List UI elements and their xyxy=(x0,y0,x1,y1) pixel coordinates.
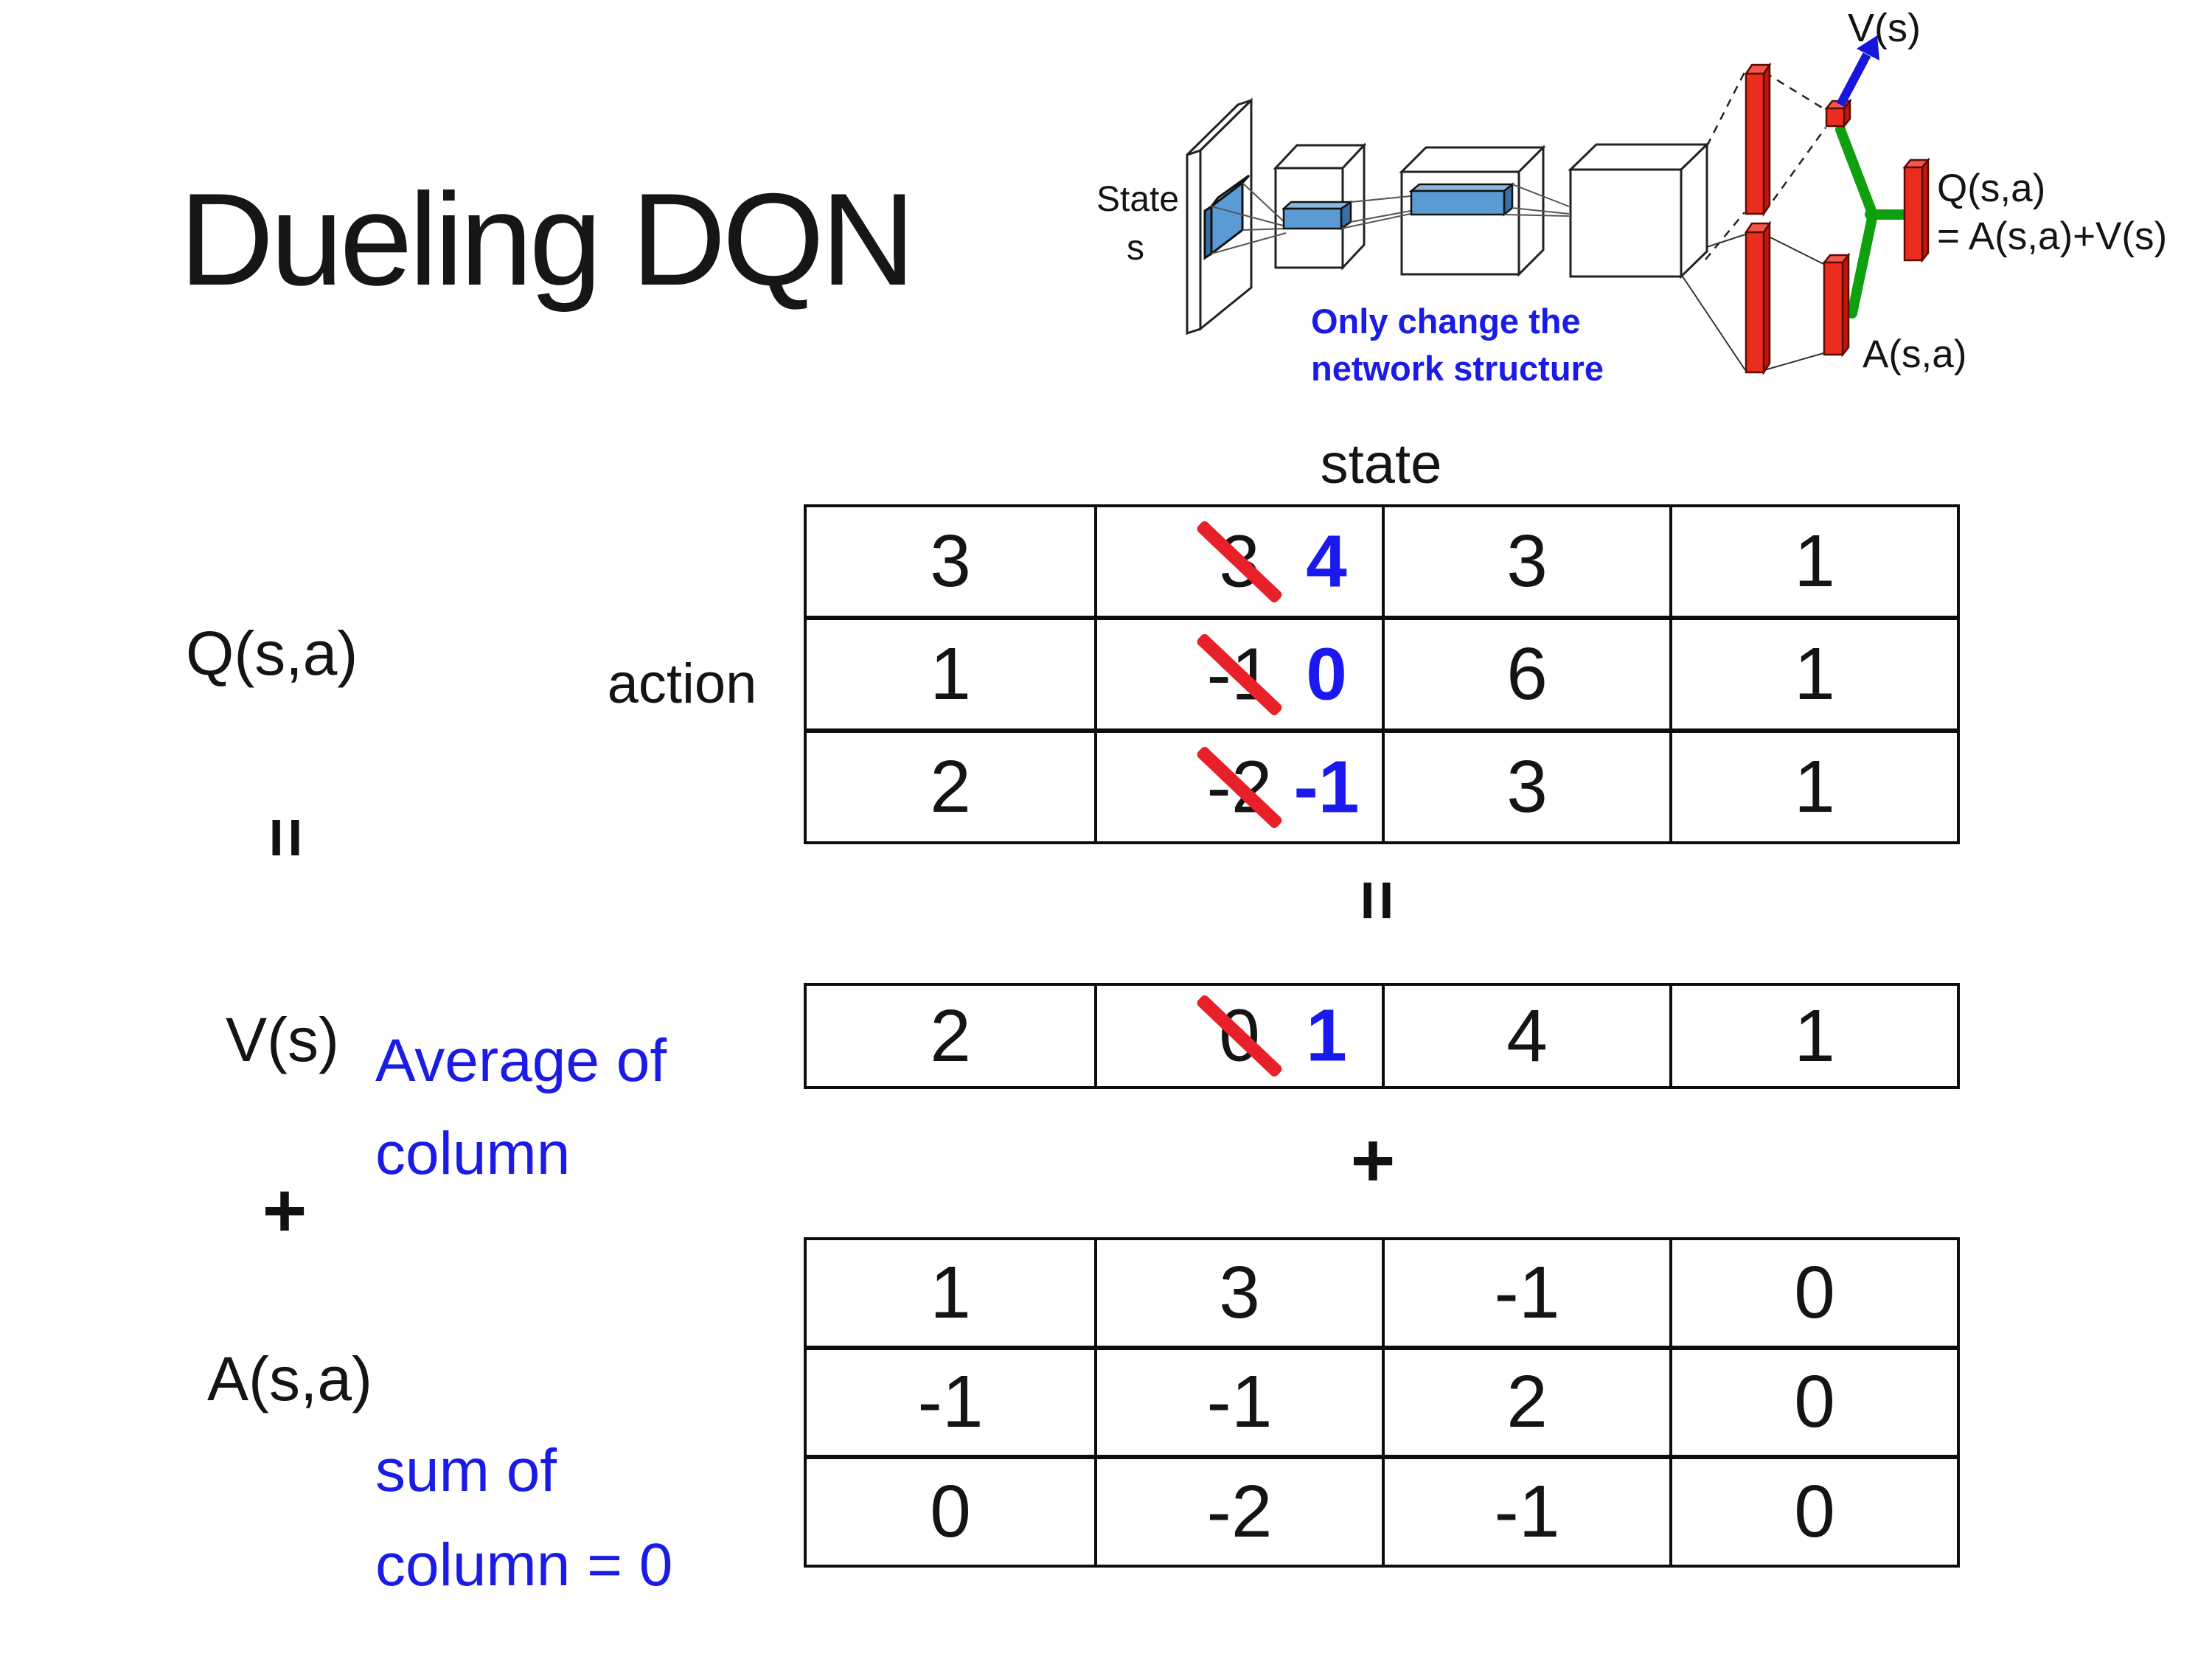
table-cell: 0 xyxy=(1669,1345,1957,1455)
equals-sign-middle: = xyxy=(1338,879,1417,922)
table-cell-crossed: 0 1 xyxy=(1094,986,1382,1086)
cell-value: 0 xyxy=(1794,1360,1835,1444)
network-diagram: State s xyxy=(1096,6,2167,388)
cell-value: 1 xyxy=(1794,994,1835,1077)
conv-fan-lines-3 xyxy=(1503,184,1570,217)
aggregation-merge-lines xyxy=(1835,125,1913,319)
cell-value: 1 xyxy=(1794,633,1835,715)
average-note-line2: column xyxy=(375,1120,571,1187)
conv-fan-lines-1 xyxy=(1211,182,1287,254)
table-cell-crossed: 3 4 xyxy=(1094,507,1382,616)
sum-note-line1: sum of xyxy=(375,1437,557,1504)
table-cell: 3 xyxy=(1382,728,1669,841)
plus-sign-left: + xyxy=(262,1167,307,1253)
cell-value: 3 xyxy=(1219,1251,1260,1334)
diagram-v-output-label: V(s) xyxy=(1848,6,1921,50)
cell-value: -1 xyxy=(1494,1470,1560,1554)
table-cell: 3 xyxy=(1094,1240,1382,1346)
average-note-line1: Average of xyxy=(375,1027,667,1094)
q-table: 3 3 4 3 1 1 -1 0 6 1 2 -2 -1 3 1 xyxy=(804,504,1960,844)
value-stream-dashed-lines xyxy=(1705,71,1827,260)
table-cell: -1 xyxy=(1382,1240,1669,1346)
sum-note-line2: column = 0 xyxy=(375,1531,673,1599)
table-cell-crossed: -1 0 xyxy=(1094,616,1382,728)
fc-bar-advantage xyxy=(1744,220,1772,376)
table-cell-crossed: -2 -1 xyxy=(1094,728,1382,841)
value-scalar-cube xyxy=(1824,98,1852,129)
diagram-a-output-label: A(s,a) xyxy=(1863,333,1966,376)
table-cell: 0 xyxy=(1669,1240,1957,1346)
new-value: 1 xyxy=(1306,994,1347,1077)
diagram-q-output-label-line2: = A(s,a)+V(s) xyxy=(1937,215,2167,258)
cell-value: 3 xyxy=(930,520,971,602)
table-cell: 1 xyxy=(807,616,1094,728)
diagram-note-line1: Only change the xyxy=(1311,302,1581,341)
state-header: state xyxy=(1320,433,1442,495)
table-cell: 4 xyxy=(1382,986,1669,1086)
cell-value: 3 xyxy=(1506,745,1548,828)
cell-value: -1 xyxy=(1206,1360,1273,1444)
a-function-label: A(s,a) xyxy=(207,1344,373,1413)
conv-box-3 xyxy=(1568,142,1710,279)
conv-fan-lines-2 xyxy=(1340,195,1411,229)
action-label: action xyxy=(607,653,757,715)
table-cell: 0 xyxy=(807,1455,1094,1565)
table-cell: 2 xyxy=(807,728,1094,841)
table-cell: 1 xyxy=(1669,507,1957,616)
page-title: Dueling DQN xyxy=(179,166,916,313)
cell-value: 3 xyxy=(1506,520,1548,602)
v-row-table: 2 0 1 4 1 xyxy=(804,983,1960,1089)
advantage-stream-lines xyxy=(1682,234,1824,371)
table-cell: -1 xyxy=(1382,1455,1669,1565)
new-value: -1 xyxy=(1293,745,1360,828)
table-cell: 3 xyxy=(807,507,1094,616)
table-cell: 6 xyxy=(1382,616,1669,728)
plus-sign-middle: + xyxy=(1350,1117,1396,1203)
q-function-label: Q(s,a) xyxy=(186,619,358,688)
feature-bar-1 xyxy=(1281,200,1354,231)
cell-value: -1 xyxy=(917,1360,984,1444)
new-value: 4 xyxy=(1306,520,1347,602)
table-cell: 3 xyxy=(1382,507,1669,616)
cell-value: 4 xyxy=(1506,994,1548,1077)
new-value: 0 xyxy=(1306,633,1347,715)
equals-sign-left: = xyxy=(247,816,326,859)
a-table: 1 3 -1 0 -1 -1 2 0 0 -2 -1 0 xyxy=(804,1237,1960,1568)
table-cell: 1 xyxy=(1669,616,1957,728)
table-cell: 1 xyxy=(1669,986,1957,1086)
cell-value: 2 xyxy=(930,745,971,828)
cell-value: 1 xyxy=(930,1251,971,1334)
cell-value: 1 xyxy=(930,633,971,715)
table-cell: 0 xyxy=(1669,1455,1957,1565)
input-conv-patch xyxy=(1203,174,1251,260)
cell-value: 0 xyxy=(1794,1251,1835,1334)
table-cell: -2 xyxy=(1094,1455,1382,1565)
diagram-q-output-label-line1: Q(s,a) xyxy=(1937,167,2045,210)
cell-value: 6 xyxy=(1506,633,1548,715)
table-cell: 1 xyxy=(1669,728,1957,841)
cell-value: 2 xyxy=(930,994,971,1077)
cell-value: 0 xyxy=(930,1470,971,1554)
table-cell: 1 xyxy=(807,1240,1094,1346)
cell-value: -1 xyxy=(1494,1251,1560,1334)
cell-value: 1 xyxy=(1794,745,1835,828)
diagram-state-s-label: s xyxy=(1127,229,1144,268)
fc-bar-value xyxy=(1744,61,1772,218)
feature-bar-2 xyxy=(1408,182,1515,217)
cell-value: 0 xyxy=(1794,1470,1835,1554)
cell-value: 1 xyxy=(1794,520,1835,602)
advantage-vector-bar xyxy=(1822,252,1851,358)
diagram-state-label: State xyxy=(1096,180,1179,219)
table-cell: 2 xyxy=(807,986,1094,1086)
q-output-bar xyxy=(1902,157,1930,263)
cell-value: -2 xyxy=(1206,1470,1273,1554)
value-output-arrow xyxy=(1836,35,1879,107)
table-cell: -1 xyxy=(807,1345,1094,1455)
table-cell: -1 xyxy=(1094,1345,1382,1455)
table-cell: 2 xyxy=(1382,1345,1669,1455)
diagram-note-line2: network structure xyxy=(1311,349,1604,388)
v-function-label: V(s) xyxy=(226,1005,339,1074)
cell-value: 2 xyxy=(1506,1360,1548,1444)
